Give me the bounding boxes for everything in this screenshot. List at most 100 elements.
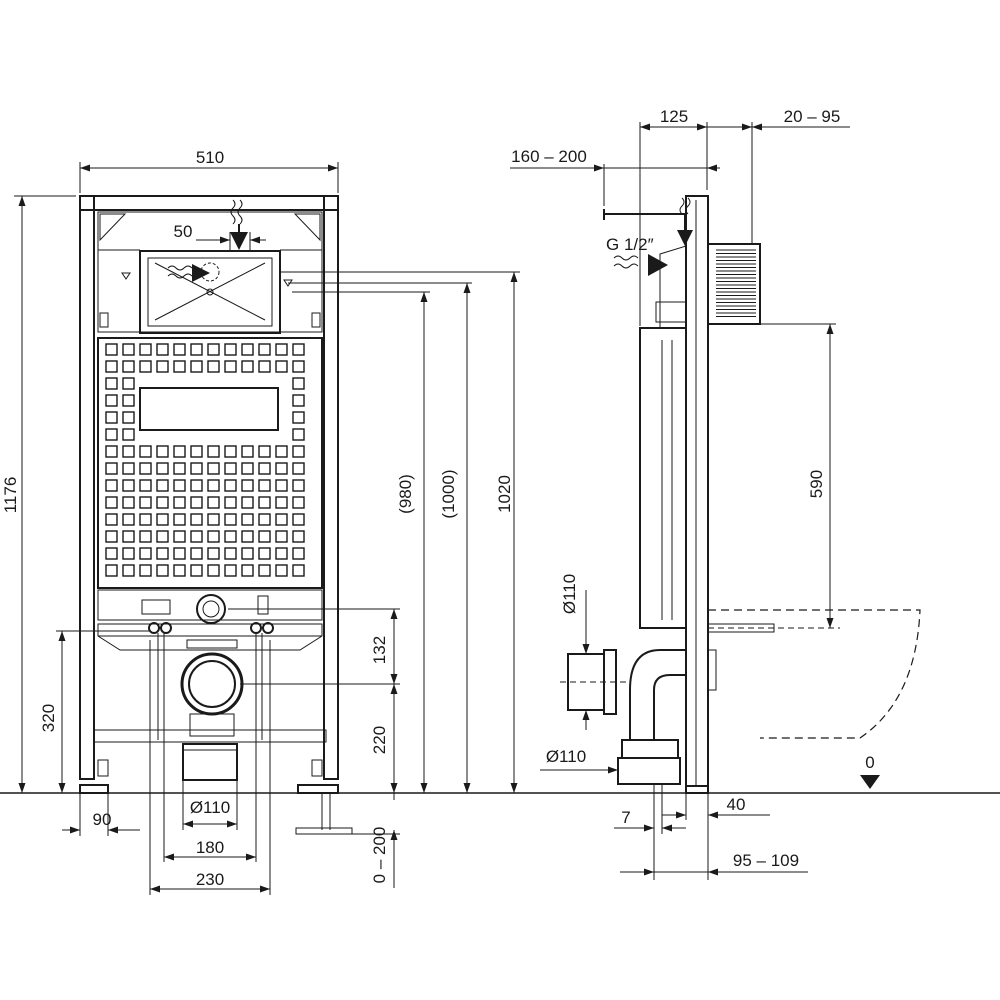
grid-square — [190, 343, 203, 356]
grid-square — [258, 462, 271, 475]
grid-square — [224, 445, 237, 458]
cistern-grid — [105, 343, 305, 577]
grid-square — [156, 343, 169, 356]
grid-square — [173, 513, 186, 526]
grid-square — [258, 564, 271, 577]
grid-square — [156, 530, 169, 543]
grid-square — [173, 564, 186, 577]
grid-square — [190, 513, 203, 526]
grid-square — [241, 530, 254, 543]
side-frame — [560, 195, 921, 794]
grid-square — [207, 530, 220, 543]
grid-square — [139, 445, 152, 458]
grid-square — [224, 547, 237, 560]
dim-foot-adjust: 0 – 200 — [370, 827, 389, 884]
dim-height-132: 132 — [370, 636, 389, 664]
grid-square — [156, 462, 169, 475]
grid-square — [105, 445, 118, 458]
grid-square — [122, 445, 135, 458]
grid-square — [139, 564, 152, 577]
grid-square — [258, 479, 271, 492]
grid-square — [122, 462, 135, 475]
grid-square — [156, 479, 169, 492]
grid-square — [275, 530, 288, 543]
grid-square — [292, 479, 305, 492]
grid-square — [292, 513, 305, 526]
dim-depth-20-95: 20 – 95 — [784, 107, 841, 126]
dim-bolt-spacing: 180 — [196, 838, 224, 857]
dim-height-1000: (1000) — [439, 469, 458, 518]
grid-square — [173, 479, 186, 492]
grid-square — [122, 530, 135, 543]
grid-square — [292, 547, 305, 560]
grid-square — [190, 360, 203, 373]
grid-square — [156, 445, 169, 458]
dim-height-total: 1176 — [1, 477, 20, 514]
grid-square — [156, 496, 169, 509]
flush-plate-opening — [121, 250, 293, 334]
inlet-arrow-front — [167, 199, 248, 282]
grid-square — [190, 479, 203, 492]
grid-square — [275, 360, 288, 373]
grid-square — [275, 479, 288, 492]
grid-square — [122, 411, 135, 424]
grid-square — [122, 360, 135, 373]
grid-square — [207, 445, 220, 458]
grid-square — [139, 547, 152, 560]
grid-square — [241, 445, 254, 458]
grid-square — [105, 564, 118, 577]
grid-square — [173, 530, 186, 543]
grid-square — [122, 564, 135, 577]
grid-square — [241, 360, 254, 373]
grid-square — [139, 360, 152, 373]
dim-width-total: 510 — [196, 148, 224, 167]
grid-square — [224, 360, 237, 373]
grid-square — [224, 496, 237, 509]
grid-square — [105, 479, 118, 492]
grid-square — [292, 445, 305, 458]
grid-square — [190, 462, 203, 475]
grid-square — [292, 496, 305, 509]
dim-pipe-diameter: Ø110 — [190, 798, 230, 817]
dim-height-980: (980) — [396, 474, 415, 514]
grid-square — [241, 462, 254, 475]
grid-square — [190, 496, 203, 509]
grid-square — [105, 360, 118, 373]
dim-pipe-top: Ø110 — [560, 574, 579, 614]
grid-square — [105, 343, 118, 356]
grid-square — [241, 547, 254, 560]
grid-square — [156, 564, 169, 577]
grid-square — [173, 462, 186, 475]
grid-square — [207, 343, 220, 356]
grid-square — [122, 394, 135, 407]
grid-square — [156, 547, 169, 560]
grid-square — [173, 445, 186, 458]
grid-square — [139, 343, 152, 356]
grid-square — [207, 479, 220, 492]
grid-square — [241, 513, 254, 526]
grid-square — [156, 513, 169, 526]
grid-square — [173, 343, 186, 356]
dim-offset-7: 7 — [621, 808, 630, 827]
floor-zero-marker — [860, 775, 880, 789]
dim-flush-offset: 50 — [174, 222, 193, 241]
grid-square — [122, 513, 135, 526]
grid-square — [241, 496, 254, 509]
grid-square — [173, 496, 186, 509]
grid-square — [241, 479, 254, 492]
grid-square — [207, 496, 220, 509]
grid-square — [122, 377, 135, 390]
grid-square — [241, 343, 254, 356]
grid-square — [105, 462, 118, 475]
grid-square — [190, 564, 203, 577]
grid-square — [105, 428, 118, 441]
grid-square — [275, 496, 288, 509]
grid-square — [207, 547, 220, 560]
grid-square — [190, 547, 203, 560]
grid-square — [258, 496, 271, 509]
grid-square — [275, 547, 288, 560]
label-floor-zero: 0 — [865, 753, 874, 772]
dim-height-590: 590 — [807, 470, 826, 498]
